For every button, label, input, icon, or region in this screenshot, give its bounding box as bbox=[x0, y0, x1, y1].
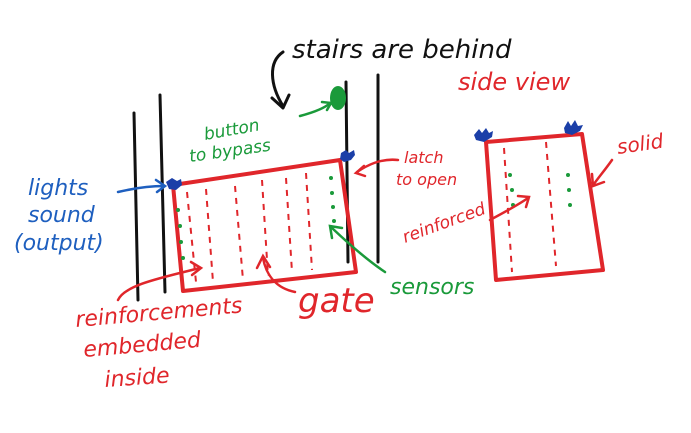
button-label-line2: to bypass bbox=[188, 136, 272, 167]
side-view-output-icon bbox=[474, 128, 493, 142]
lights-label-line1: lights bbox=[28, 176, 88, 201]
reinforcements-label-line2: embedded bbox=[82, 328, 203, 363]
gate-arrow bbox=[261, 256, 297, 294]
gate-arrowhead bbox=[255, 253, 272, 270]
reinforced-arrowhead bbox=[516, 194, 531, 209]
lights-arrow bbox=[116, 184, 166, 194]
reinforced-label: reinforced bbox=[400, 199, 489, 248]
gate-outline bbox=[171, 158, 358, 293]
gate-front bbox=[171, 158, 358, 293]
latch-label-line2: to open bbox=[396, 170, 457, 189]
rail-left-outer bbox=[132, 111, 140, 302]
railings bbox=[132, 73, 380, 302]
side-view-outline bbox=[484, 132, 605, 282]
reinforced-arrow bbox=[488, 196, 530, 222]
reinforcements-arrow bbox=[116, 266, 202, 302]
lights-label-line3: (output) bbox=[14, 231, 104, 256]
latch-arrowhead bbox=[353, 164, 367, 178]
stairs-arrowhead bbox=[270, 93, 291, 110]
sensors-label: sensors bbox=[390, 275, 474, 300]
solid-label: solid bbox=[615, 129, 665, 159]
green-button-icon bbox=[330, 86, 346, 110]
light-output-icon bbox=[166, 178, 182, 190]
latch-icon bbox=[340, 150, 355, 162]
sensors-arrow bbox=[330, 226, 387, 274]
sensors-arrowhead bbox=[328, 224, 344, 240]
stairs-arrow bbox=[271, 50, 285, 108]
button-arrowhead bbox=[320, 100, 334, 112]
side-view-latch-icon bbox=[564, 120, 583, 135]
rail-right-inner bbox=[344, 80, 350, 264]
lights-label-line2: sound bbox=[28, 203, 96, 228]
solid-arrowhead bbox=[590, 172, 606, 188]
sensor-dots bbox=[176, 176, 336, 260]
stairs-label: stairs are behind bbox=[292, 35, 512, 65]
side-view-panel bbox=[474, 120, 605, 282]
reinforcements-label-line3: inside bbox=[104, 364, 171, 393]
gate-label: gate bbox=[298, 281, 375, 321]
lights-arrowhead bbox=[154, 178, 168, 194]
side-view-label: side view bbox=[458, 68, 570, 96]
reinforcements-label-line1: reinforcements bbox=[74, 293, 243, 333]
rail-left-inner bbox=[158, 93, 167, 294]
button-arrow bbox=[298, 101, 332, 118]
reinforcements-arrowhead bbox=[189, 260, 204, 277]
latch-label-line1: latch bbox=[404, 148, 443, 167]
solid-arrow bbox=[592, 158, 614, 186]
reinforcement-lines bbox=[186, 172, 313, 283]
